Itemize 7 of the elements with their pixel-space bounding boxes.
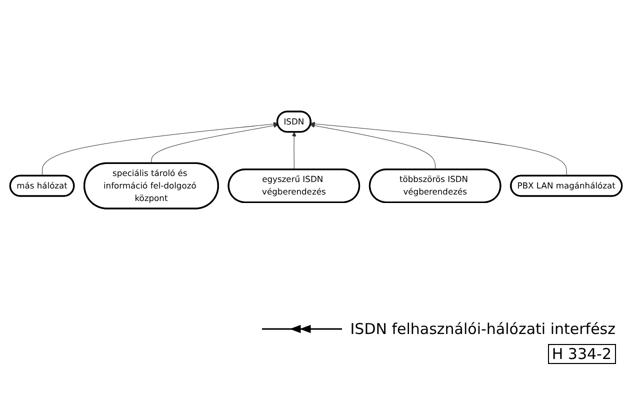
arrow <box>41 122 278 176</box>
arrow <box>310 122 566 176</box>
figure-number: H 334-2 <box>548 344 616 364</box>
arrow <box>310 123 436 170</box>
arrow <box>291 132 296 170</box>
legend-text: ISDN felhasználói-hálózati interfész <box>350 320 616 338</box>
arrow <box>150 123 278 164</box>
